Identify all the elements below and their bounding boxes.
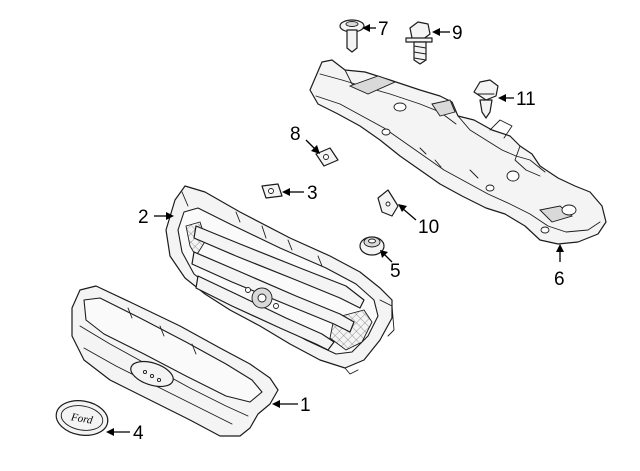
callout-2: 2 xyxy=(138,207,149,228)
grille-frame xyxy=(165,185,395,375)
callout-10: 10 xyxy=(418,217,439,238)
callout-leaders xyxy=(106,24,564,436)
callout-4: 4 xyxy=(133,423,144,444)
callout-6: 6 xyxy=(554,269,565,290)
callout-8: 8 xyxy=(290,124,301,145)
clip-part-3 xyxy=(261,183,283,199)
ford-emblem: Ford xyxy=(55,400,109,436)
bracket-part-8 xyxy=(315,147,339,167)
callout-11: 11 xyxy=(516,89,536,110)
callout-7: 7 xyxy=(378,19,389,40)
callout-1: 1 xyxy=(300,395,311,416)
emblem-lettering: Ford xyxy=(69,411,94,427)
callout-5: 5 xyxy=(390,261,401,282)
upper-support-bracket xyxy=(309,59,607,245)
retainer-part-11 xyxy=(473,79,499,119)
grommet-part-5 xyxy=(359,236,385,256)
callout-9: 9 xyxy=(452,23,463,44)
push-pin-part-7 xyxy=(339,19,365,53)
bracket-part-10 xyxy=(377,189,399,217)
callout-labels: 1 2 3 4 5 6 7 8 9 10 11 xyxy=(133,19,565,444)
bolt-part-9 xyxy=(405,21,433,65)
callout-3: 3 xyxy=(307,183,318,204)
grille-bezel xyxy=(71,285,279,437)
